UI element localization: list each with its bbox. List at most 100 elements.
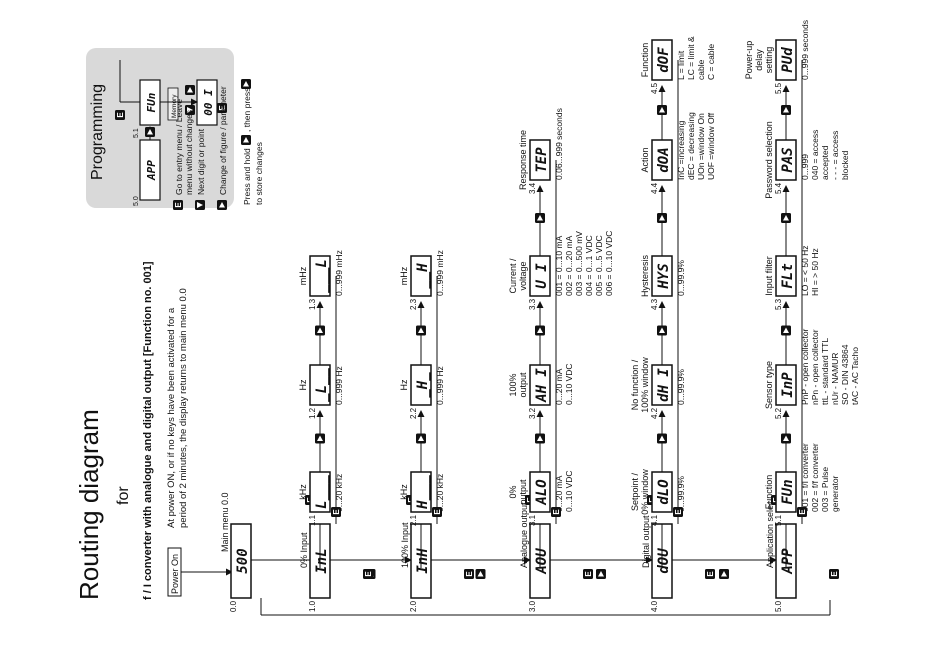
row-5-enter-key-icon: E: [829, 569, 839, 579]
menu-5-2-display: InP: [775, 364, 797, 406]
prog-display-c: 00 I: [202, 89, 215, 116]
svg-text:E: E: [364, 571, 373, 577]
row-4-return-key-icon: E: [673, 507, 683, 517]
menu-4-1-next-key-icon: [657, 433, 667, 444]
menu-3-3-display-text: U I: [534, 263, 550, 289]
menu-5-3-num: 5.3: [774, 298, 783, 310]
menu-5-4-range-4: blocked: [840, 150, 850, 180]
menu-5-5-display: PUd: [775, 39, 797, 81]
menu-4-4-display: dOA: [651, 139, 673, 181]
prog-enter-key-icon: E: [217, 103, 227, 113]
row-4-display-text: dOU: [656, 548, 672, 574]
menu-4-5-num: 4.5: [650, 82, 659, 94]
menu-1-2-display-text: _L__: [314, 368, 330, 402]
legend-icon-1: [195, 200, 205, 210]
menu-5-2-range-5: tAC - AC Tacho: [850, 347, 860, 405]
menu-3-4-display-text: TEP: [534, 147, 550, 173]
menu-5-2-range-2: ttL - standard TTL: [820, 338, 830, 405]
menu-5-3-range-1: HI = > 50 Hz: [810, 248, 820, 296]
legend-icon-2: [217, 200, 227, 210]
row-2-display-text: InH: [415, 548, 431, 574]
menu-5-4-display-text: PAS: [780, 147, 796, 172]
menu-3-3-range-3: 004 = 0...1 VDC: [584, 235, 594, 296]
menu-5-4-range-1: 040 = access: [810, 130, 820, 180]
menu-4-5-range-1: LC = limit &: [686, 36, 696, 80]
svg-text:E: E: [830, 571, 839, 577]
menu-4-2-display-text: dH I: [656, 368, 672, 402]
svg-text:E: E: [433, 509, 442, 515]
menu-1-1-top-0: kHz: [298, 484, 308, 500]
row-3-display-text: AOU: [534, 548, 550, 575]
menu-1-3-num: 1.3: [308, 298, 317, 310]
menu-3-3-range-4: 005 = 0...5 VDC: [594, 235, 604, 296]
menu-3-3-range-0: 001 = 0...10 mA: [554, 235, 564, 296]
row-4-label: Digital output: [641, 515, 651, 568]
menu-3-3-next-key-icon: [535, 213, 545, 223]
menu-4-4-display-text: dOA: [656, 147, 672, 172]
menu-2-1-display: H___: [410, 471, 432, 513]
menu-3-1-display-text: ALO: [534, 479, 550, 505]
menu-5-4-range-2: accepted: [820, 145, 830, 180]
legend-icon-0: E: [173, 200, 183, 210]
menu-5-5-range-0: 0...999 seconds: [800, 20, 810, 80]
menu-5-1-range-3: generator: [830, 475, 840, 512]
menu-3-3-display: U I: [529, 255, 551, 297]
main-menu-label: Main menu 0.0: [220, 492, 230, 552]
menu-3-2-num: 3.2: [528, 407, 537, 419]
title-subtitle: f / I converter with analogue and digita…: [142, 261, 154, 600]
menu-4-1-range-0: 0...99.9%: [676, 476, 686, 512]
row-4-num: 4.0: [650, 600, 659, 612]
legend-line2-0: menu without changes: [184, 110, 194, 195]
menu-4-4-range-2: UOn =window On: [696, 113, 706, 180]
prog-next-key-icon: [185, 105, 195, 115]
menu-5-4-range-3: - - - = access: [830, 131, 840, 180]
menu-5-1-range-2: 003 = Pulse: [820, 467, 830, 512]
menu-5-2-range-0: PnP - open collector: [800, 328, 810, 405]
row-5-num: 5.0: [774, 600, 783, 612]
menu-4-4-num: 4.4: [650, 182, 659, 194]
power-on-box: Power On: [167, 547, 182, 597]
menu-2-2-num: 2.2: [409, 407, 418, 419]
menu-4-4-next-key-icon: [657, 105, 667, 115]
menu-5-4-num: 5.4: [774, 182, 783, 194]
menu-1-1-num: 1.1: [308, 514, 317, 526]
row-5-label: Application selec.: [765, 498, 775, 568]
menu-3-4-range-0: 0.06...999 seconds: [554, 108, 564, 180]
menu-4-4-range-0: InC =increasing: [676, 120, 686, 180]
note-line-2: period of 2 minutes, the display returns…: [178, 288, 189, 528]
svg-text:E: E: [218, 105, 227, 111]
menu-3-1-next-key-icon: [535, 433, 545, 444]
menu-2-2-display: _H_: [410, 364, 432, 406]
menu-2-3-num: 2.3: [409, 298, 418, 310]
menu-3-4-num: 3.4: [528, 182, 537, 194]
menu-4-3-range-0: 0...99.9%: [676, 260, 686, 296]
menu-3-3-num: 3.3: [528, 298, 537, 310]
legend-line1-1: Next digit or point: [196, 128, 206, 195]
menu-5-5-top-1: delay: [754, 49, 764, 71]
legend-line1-2: Change of figure / parameter: [218, 86, 228, 195]
menu-4-2-top-0: No function /: [630, 359, 640, 410]
prog-num-b: 5.1: [133, 128, 140, 138]
menu-5-1-top-0: Function: [764, 475, 774, 510]
menu-2-3-top-0: mHz: [399, 266, 409, 285]
menu-1-2-range-0: 0...999 Hz: [334, 366, 344, 405]
row-3-return-key-icon: E: [551, 507, 561, 517]
row-3-num: 3.0: [528, 600, 537, 612]
main-menu-num: 0.0: [229, 600, 238, 612]
menu-1-2-display: _L__: [309, 364, 331, 406]
menu-1-2-top-0: Hz: [298, 379, 308, 390]
menu-5-3-display-text: FLt: [780, 263, 796, 288]
menu-2-1-display-text: H___: [415, 475, 431, 510]
title-main: Routing diagram: [74, 409, 104, 600]
row-1-enter-key-icon: E: [363, 569, 373, 579]
menu-4-1-top-0: Setpoint /: [630, 472, 640, 511]
menu-5-2-range-3: nUr - NAMUR: [830, 353, 840, 405]
menu-3-1-range-0: 0...20 mA: [554, 475, 564, 512]
menu-4-3-display-text: HYS: [656, 263, 672, 289]
row-4-down-key-icon: [719, 569, 729, 579]
menu-1-3-display-text: ___L: [314, 259, 330, 293]
row-1-return-key-icon: E: [331, 507, 341, 517]
row-4-enter-key-icon: E: [705, 569, 715, 579]
menu-5-2-range-1: nPn - open collector: [810, 329, 820, 405]
